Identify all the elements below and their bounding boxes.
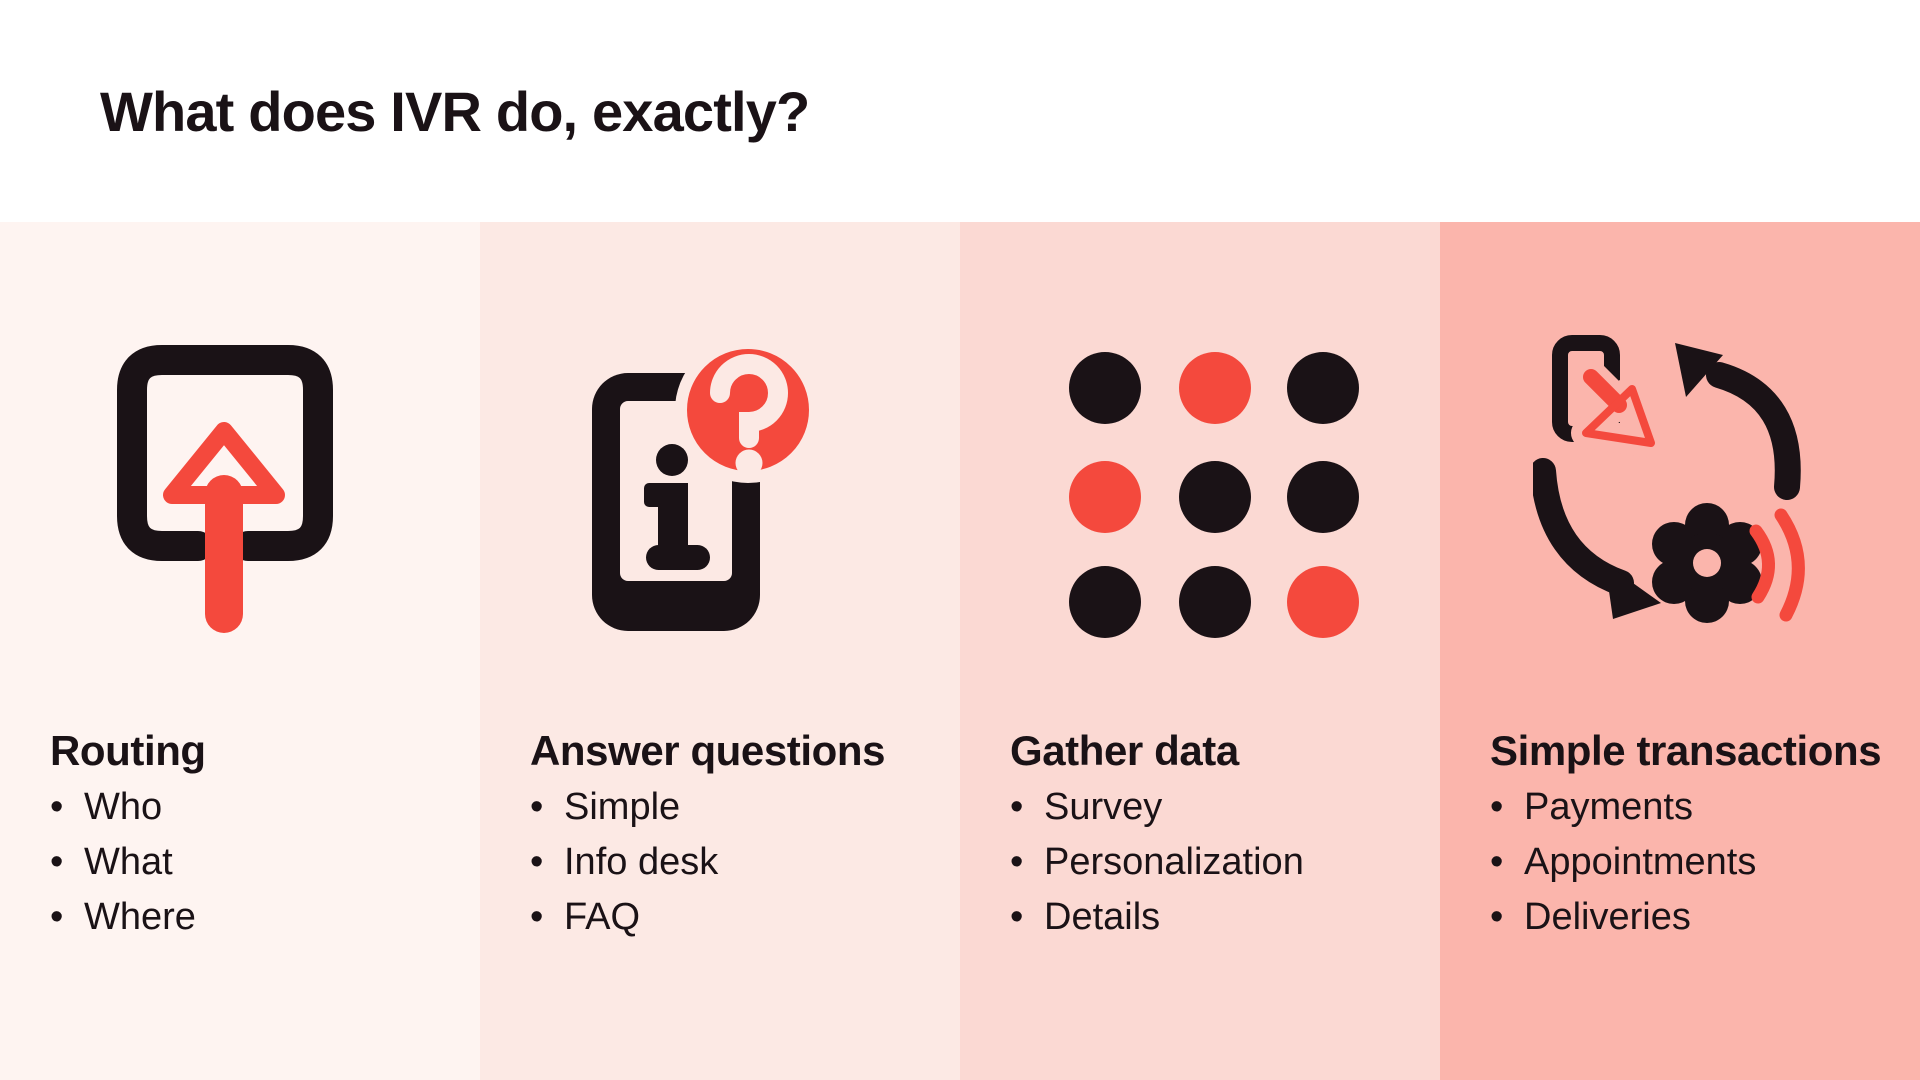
bullet-dot: • (530, 786, 544, 828)
bullet-dot: • (50, 896, 64, 938)
bullet-label: Info desk (564, 841, 719, 883)
bullet-list: • Payments • Appointments • Deliveries (1490, 780, 1900, 945)
box-arrow-up-icon (117, 345, 333, 633)
bullet-list: • Survey • Personalization • Details (1010, 780, 1420, 945)
bullet-dot: • (1010, 841, 1024, 883)
bullet-label: Deliveries (1524, 896, 1691, 938)
grid-dot (1287, 566, 1359, 638)
list-item: • Simple (530, 780, 940, 835)
tap-arrow (1571, 360, 1666, 458)
bullet-label: Personalization (1044, 841, 1304, 883)
grid-dot (1069, 352, 1141, 424)
bullet-label: Survey (1044, 786, 1163, 828)
cycle-arrow-down (1533, 458, 1661, 619)
grid-dot (1179, 352, 1251, 424)
list-item: • Info desk (530, 835, 940, 890)
column-simple-transactions: Simple transactions • Payments • Appoint… (1440, 222, 1920, 1080)
routing-text: Routing • Who • What • Where (50, 726, 460, 945)
info-glyph (644, 444, 710, 570)
bullet-list: • Who • What • Where (50, 780, 460, 945)
columns-row: Routing • Who • What • Where (0, 222, 1920, 1080)
list-item: • Where (50, 890, 460, 945)
list-item: • Payments (1490, 780, 1900, 835)
list-item: • What (50, 835, 460, 890)
bullet-dot: • (1490, 786, 1504, 828)
grid-dot (1069, 461, 1141, 533)
dots-grid-icon (1069, 352, 1359, 638)
phone-info-question-icon (592, 337, 816, 631)
list-item: • Appointments (1490, 835, 1900, 890)
bullet-dot: • (50, 786, 64, 828)
bullet-dot: • (530, 896, 544, 938)
bullet-label: Payments (1524, 786, 1693, 828)
gear-icon (1652, 503, 1762, 623)
list-item: • Survey (1010, 780, 1420, 835)
bullet-dot: • (1490, 896, 1504, 938)
list-item: • Deliveries (1490, 890, 1900, 945)
page-title: What does IVR do, exactly? (100, 80, 810, 143)
grid-dot (1069, 566, 1141, 638)
simple-transactions-text: Simple transactions • Payments • Appoint… (1490, 726, 1900, 945)
gather-data-text: Gather data • Survey • Personalization •… (1010, 726, 1420, 945)
bullet-label: Who (84, 786, 163, 828)
list-item: • Personalization (1010, 835, 1420, 890)
bullet-dot: • (1010, 786, 1024, 828)
cycle-arrow-up (1675, 343, 1801, 500)
bullet-label: Where (84, 896, 196, 938)
bullet-label: What (84, 841, 173, 883)
bullet-label: Simple (564, 786, 681, 828)
column-heading: Routing (50, 727, 206, 774)
column-gather-data: Gather data • Survey • Personalization •… (960, 222, 1440, 1080)
question-glyph (710, 354, 788, 477)
grid-dot (1179, 566, 1251, 638)
bullet-label: Details (1044, 896, 1161, 938)
column-routing: Routing • Who • What • Where (0, 222, 480, 1080)
bullet-label: Appointments (1524, 841, 1757, 883)
bullet-dot: • (50, 841, 64, 883)
grid-dot (1287, 461, 1359, 533)
column-heading: Gather data (1010, 727, 1239, 774)
column-answer-questions: Answer questions • Simple • Info desk • … (480, 222, 960, 1080)
list-item: • Details (1010, 890, 1420, 945)
bullet-dot: • (530, 841, 544, 883)
grid-dot (1179, 461, 1251, 533)
list-item: • Who (50, 780, 460, 835)
column-heading: Simple transactions (1490, 727, 1882, 774)
column-heading: Answer questions (530, 727, 886, 774)
bullet-dot: • (1010, 896, 1024, 938)
signal-waves-icon (1749, 508, 1805, 622)
answer-questions-text: Answer questions • Simple • Info desk • … (530, 726, 940, 945)
bullet-label: FAQ (564, 896, 641, 938)
list-item: • FAQ (530, 890, 940, 945)
transaction-cycle-icon (1533, 335, 1805, 623)
bullet-list: • Simple • Info desk • FAQ (530, 780, 940, 945)
bullet-dot: • (1490, 841, 1504, 883)
grid-dot (1287, 352, 1359, 424)
